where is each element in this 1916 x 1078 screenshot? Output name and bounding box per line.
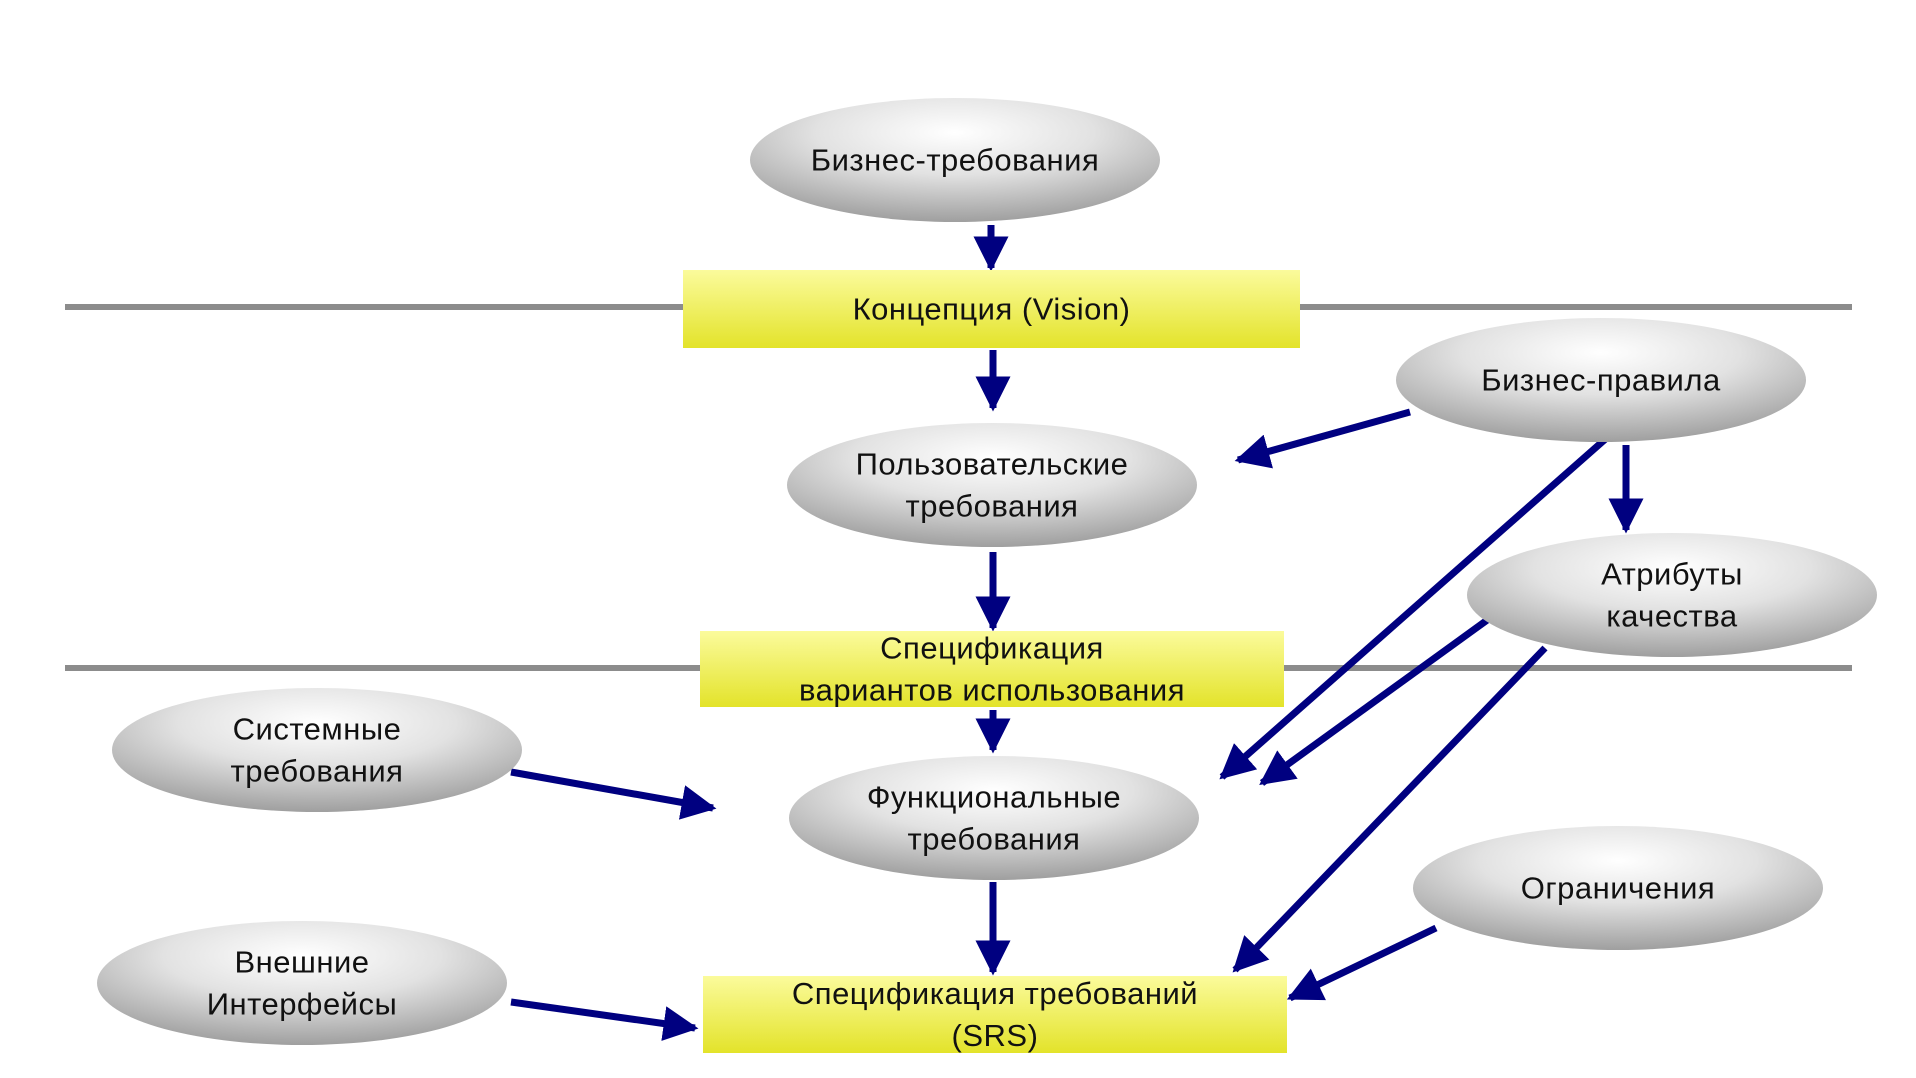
node-user-requirements-ellipse bbox=[787, 423, 1197, 547]
arrow-constraints-to-srs bbox=[1286, 924, 1438, 1002]
node-external-interfaces-ellipse bbox=[97, 921, 507, 1045]
node-external-interfaces-label-1: Внешние bbox=[234, 945, 369, 980]
node-business-requirements-label-1: Бизнес-требования bbox=[811, 143, 1099, 178]
arrow-business-rules-to-user-requirements bbox=[1234, 408, 1411, 469]
node-business-requirements-ellipse bbox=[750, 98, 1160, 222]
edges-layer bbox=[510, 225, 1644, 1041]
arrow-quality-attributes-to-functional-requirements bbox=[1259, 615, 1493, 786]
node-user-requirements-label-1: Пользовательские bbox=[856, 447, 1129, 482]
node-constraints-label-1: Ограничения bbox=[1521, 871, 1715, 906]
node-system-requirements-ellipse bbox=[112, 688, 522, 812]
node-quality-attributes: Атрибуты качества bbox=[1467, 533, 1877, 657]
node-functional-requirements: Функциональные требования bbox=[789, 756, 1199, 880]
node-constraints-ellipse bbox=[1413, 826, 1823, 950]
node-srs-box bbox=[703, 976, 1287, 1053]
node-srs-label-1: Спецификация требований bbox=[792, 976, 1198, 1011]
node-constraints: Ограничения bbox=[1413, 826, 1823, 950]
node-quality-attributes-label-1: Атрибуты bbox=[1601, 557, 1743, 592]
node-user-requirements: Пользовательские требования bbox=[787, 423, 1197, 547]
node-use-case-spec-box bbox=[700, 631, 1284, 707]
arrow-quality-attributes-to-srs bbox=[1232, 645, 1548, 973]
node-use-case-spec-label-1: Спецификация bbox=[880, 631, 1104, 666]
node-business-rules-ellipse bbox=[1396, 318, 1806, 442]
arrow-business-rules-to-functional-requirements bbox=[1219, 432, 1613, 780]
node-srs-label-2: (SRS) bbox=[952, 1018, 1039, 1053]
node-system-requirements-label-1: Системные bbox=[233, 712, 402, 747]
node-quality-attributes-label-2: качества bbox=[1606, 599, 1738, 634]
node-use-case-spec: Спецификация вариантов использования bbox=[700, 631, 1284, 708]
arrow-system-requirements-to-functional-requirements bbox=[510, 768, 717, 820]
node-functional-requirements-ellipse bbox=[789, 756, 1199, 880]
node-vision-box bbox=[683, 270, 1300, 348]
node-functional-requirements-label-2: требования bbox=[908, 822, 1081, 857]
node-quality-attributes-ellipse bbox=[1467, 533, 1877, 657]
node-vision: Концепция (Vision) bbox=[683, 270, 1300, 348]
node-system-requirements: Системные требования bbox=[112, 688, 522, 812]
node-business-rules-label-1: Бизнес-правила bbox=[1481, 363, 1721, 398]
node-external-interfaces-label-2: Интерфейсы bbox=[207, 987, 398, 1022]
node-use-case-spec-label-2: вариантов использования bbox=[799, 673, 1185, 708]
node-business-requirements: Бизнес-требования bbox=[750, 98, 1160, 222]
node-vision-label-1: Концепция (Vision) bbox=[853, 292, 1131, 327]
node-business-rules: Бизнес-правила bbox=[1396, 318, 1806, 442]
node-system-requirements-label-2: требования bbox=[231, 754, 404, 789]
node-user-requirements-label-2: требования bbox=[906, 489, 1079, 524]
node-functional-requirements-label-1: Функциональные bbox=[867, 780, 1121, 815]
node-srs: Спецификация требований (SRS) bbox=[703, 976, 1287, 1053]
arrow-external-interfaces-to-srs bbox=[510, 998, 699, 1041]
